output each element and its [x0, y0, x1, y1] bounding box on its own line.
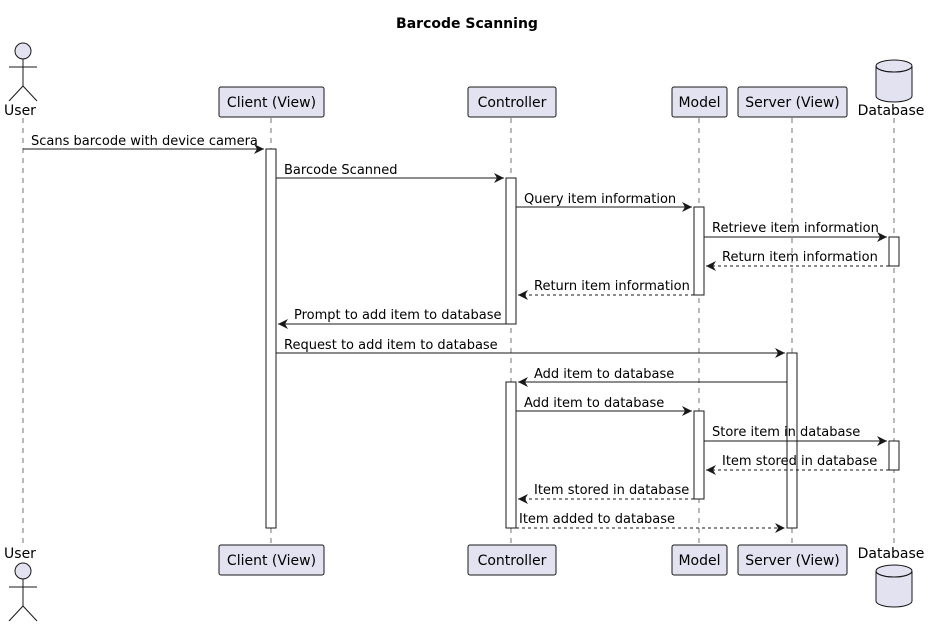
message-label: Item added to database	[519, 512, 675, 527]
participant-label-user: User	[4, 546, 36, 562]
message-label: Item stored in database	[534, 483, 689, 498]
database-bottom: Database	[858, 546, 925, 608]
participant-client-bottom: Client (View)	[218, 544, 325, 576]
participant-label-controller: Controller	[478, 553, 547, 569]
database-icon	[875, 571, 913, 608]
activation-database-2	[888, 440, 900, 471]
participant-server-top: Server (View)	[737, 86, 848, 118]
participant-label-server: Server (View)	[745, 553, 840, 569]
actor-icon	[14, 562, 32, 580]
participant-label-client: Client (View)	[227, 95, 316, 111]
participant-label-user: User	[4, 103, 36, 119]
message-label: Retrieve item information	[712, 221, 879, 236]
participant-label-model: Model	[678, 95, 720, 111]
message-label: Return item information	[534, 279, 690, 294]
message-label: Query item information	[524, 192, 676, 207]
activation-model-1	[693, 206, 705, 296]
message-label: Add item to database	[524, 396, 664, 411]
actor-user-top: User	[4, 42, 38, 119]
participant-label-database: Database	[858, 103, 925, 119]
message-label: Scans barcode with device camera	[31, 134, 258, 149]
participant-controller-bottom: Controller	[467, 544, 557, 576]
participant-model-top: Model	[671, 86, 728, 118]
participant-label-client: Client (View)	[227, 553, 316, 569]
participant-label-model: Model	[678, 553, 720, 569]
participant-model-bottom: Model	[671, 544, 728, 576]
participant-controller-top: Controller	[467, 86, 557, 118]
activation-controller-1	[505, 177, 517, 325]
participant-label-controller: Controller	[478, 95, 547, 111]
database-icon	[875, 66, 913, 103]
message-label: Request to add item to database	[284, 338, 498, 353]
message-label: Barcode Scanned	[284, 163, 398, 178]
diagram-title: Barcode Scanning	[396, 16, 538, 32]
participant-server-bottom: Server (View)	[737, 544, 848, 576]
database-top: Database	[858, 59, 925, 119]
message-label: Store item in database	[712, 425, 860, 440]
actor-icon	[14, 42, 32, 60]
activation-controller-2	[505, 381, 517, 529]
participant-label-server: Server (View)	[745, 95, 840, 111]
message-label: Prompt to add item to database	[294, 308, 502, 323]
message-label: Return item information	[722, 250, 878, 265]
participant-client-top: Client (View)	[218, 86, 325, 118]
message-label: Add item to database	[534, 367, 674, 382]
activation-model-2	[693, 410, 705, 500]
message-label: Item stored in database	[722, 454, 877, 469]
actor-user-bottom: User	[4, 546, 38, 622]
participant-label-database: Database	[858, 546, 925, 562]
activation-client	[265, 148, 277, 529]
activation-database-1	[888, 236, 900, 267]
